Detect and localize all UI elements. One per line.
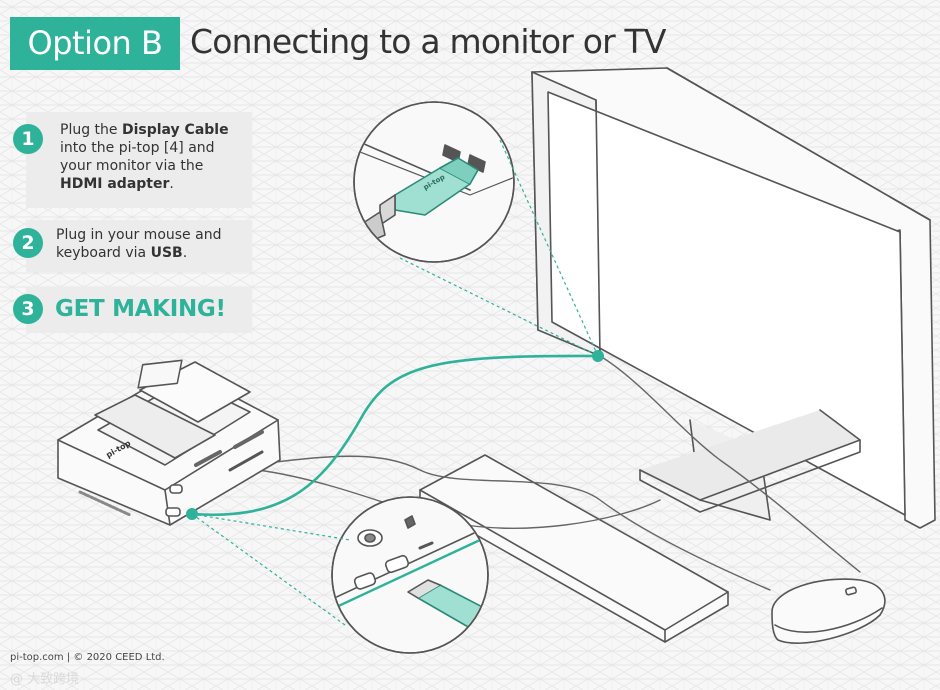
step-3-box	[26, 287, 252, 333]
step-1-number: 1	[13, 124, 43, 154]
monitor-illustration	[531, 67, 936, 529]
watermark-text: @ 大致跨境	[10, 672, 80, 687]
pi-top-device-illustration	[57, 359, 281, 526]
step-2-text-part: .	[182, 245, 188, 261]
step-1-text-part: Plug the	[60, 122, 122, 138]
step-2-box	[26, 220, 252, 272]
step-2-text-part: Plug in your mouse and keyboard via	[56, 227, 222, 261]
step-1-text-part: .	[169, 176, 174, 192]
step-3-label: GET MAKING!	[55, 296, 226, 322]
mouse-illustration	[771, 578, 886, 644]
step-2-usb: USB	[150, 245, 183, 261]
step-1-display-cable: Display Cable	[121, 122, 229, 138]
hdmi-adapter-zoom	[353, 101, 515, 263]
copyright-footer: pi-top.com | © 2020 CEED Ltd.	[10, 652, 165, 663]
step-1-text-part: into the pi-top [4] and your monitor via…	[60, 140, 215, 174]
step-1-text: Plug the Display Cable into the pi-top […	[60, 121, 240, 193]
step-2-number: 2	[13, 228, 43, 258]
step-2-text: Plug in your mouse and keyboard via USB.	[56, 226, 241, 262]
option-badge: Option B	[10, 17, 180, 70]
step-3-number: 3	[13, 294, 43, 324]
page-title: Connecting to a monitor or TV	[190, 22, 666, 61]
step-1-hdmi-adapter: HDMI adapter	[60, 176, 170, 192]
step-1-box	[26, 112, 252, 208]
usb-ports-zoom	[331, 496, 489, 654]
